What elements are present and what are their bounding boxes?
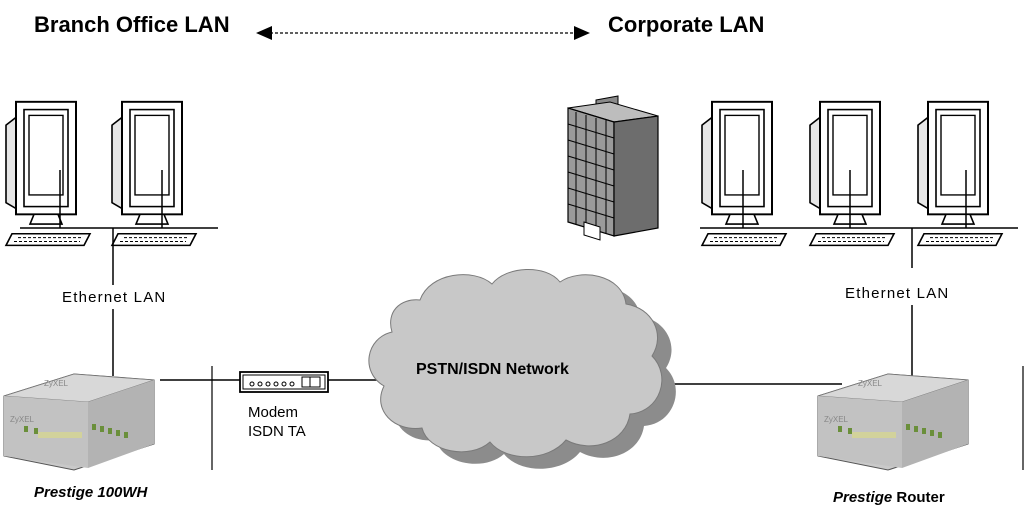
corporate-device-name-italic: Prestige (833, 489, 893, 506)
router-icon (817, 373, 969, 471)
modem-label-line1: Modem (248, 404, 299, 421)
corporate-lan-bus (700, 170, 1018, 380)
corporate-device-name-suffix: Router (892, 489, 945, 506)
modem-icon (239, 371, 329, 393)
wan-links (160, 379, 842, 385)
network-label: PSTN/ISDN Network (416, 361, 569, 378)
branch-lan-bus (20, 170, 218, 376)
computer-icon (701, 100, 787, 247)
computer-icon (111, 100, 197, 247)
corporate-lan-label: Ethernet LAN (845, 285, 950, 302)
corporate-device-name: Prestige Router (833, 489, 945, 506)
computer-icon (917, 100, 1003, 247)
header-arrow (256, 26, 590, 40)
branch-device-name: Prestige 100WH (34, 484, 148, 501)
modem-label-line2: ISDN TA (248, 423, 306, 440)
branch-lan-label: Ethernet LAN (62, 289, 167, 306)
branch-office-title: Branch Office LAN (34, 12, 230, 37)
cloud-icon (368, 269, 676, 469)
computer-icon (5, 100, 91, 247)
office-building-icon (567, 95, 659, 241)
router-icon (3, 373, 155, 471)
computer-icon (809, 100, 895, 247)
corporate-title: Corporate LAN (608, 12, 765, 37)
